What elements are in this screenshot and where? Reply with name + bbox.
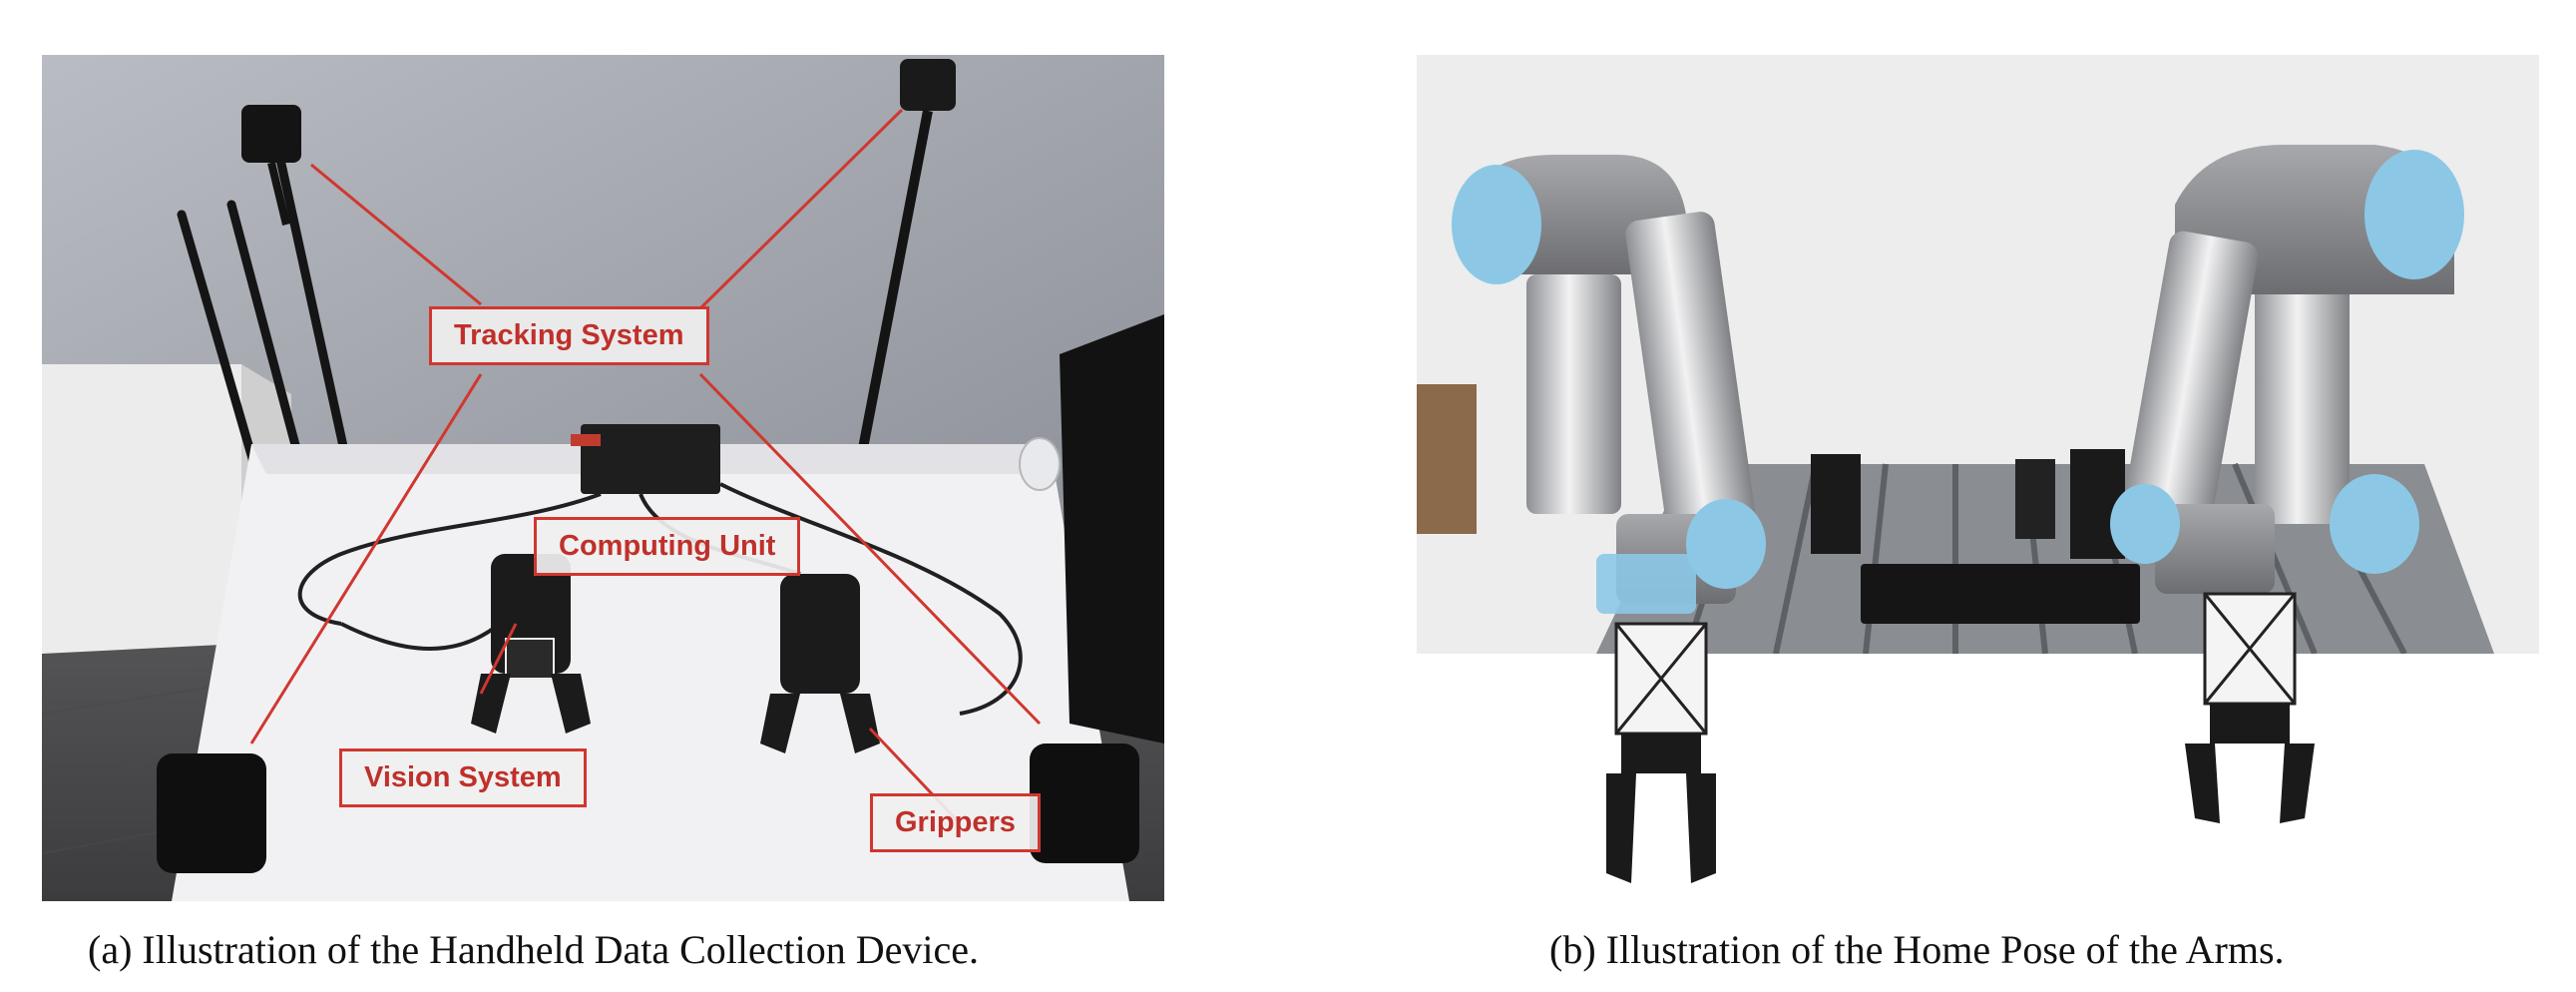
cabinet [42,364,241,654]
vision-system-label: Vision System [339,748,587,807]
keyboard [1861,564,2140,624]
robot-arm-left [1452,155,1766,883]
white-foreground [1417,654,2539,901]
robot-arm-right [2110,145,2464,823]
tracker-bottom-left [157,753,266,873]
gripper-left [471,554,591,734]
caption-a: (a) Illustration of the Handheld Data Co… [88,927,980,972]
cardboard-box [1417,384,1477,534]
computing-unit-box [581,424,720,494]
tracker-top-right [900,59,956,111]
robot-arms-photo [1417,55,2539,901]
robot-arms-scene [1417,55,2539,901]
tracker-bottom-right [1030,744,1139,863]
handheld-device-scene [42,55,1164,901]
grippers-label: Grippers [870,793,1041,852]
monitor [1060,314,1164,744]
tracking-system-label: Tracking System [429,306,709,365]
device-left [1811,454,1861,554]
caption-b: (b) Illustration of the Home Pose of the… [1549,927,2285,972]
computing-unit-label: Computing Unit [534,517,801,576]
tracker-top-left [241,105,301,163]
callout-lines [249,108,1042,825]
handheld-device-photo: Tracking System Computing Unit Vision Sy… [42,55,1164,901]
gripper-middle [760,574,880,753]
